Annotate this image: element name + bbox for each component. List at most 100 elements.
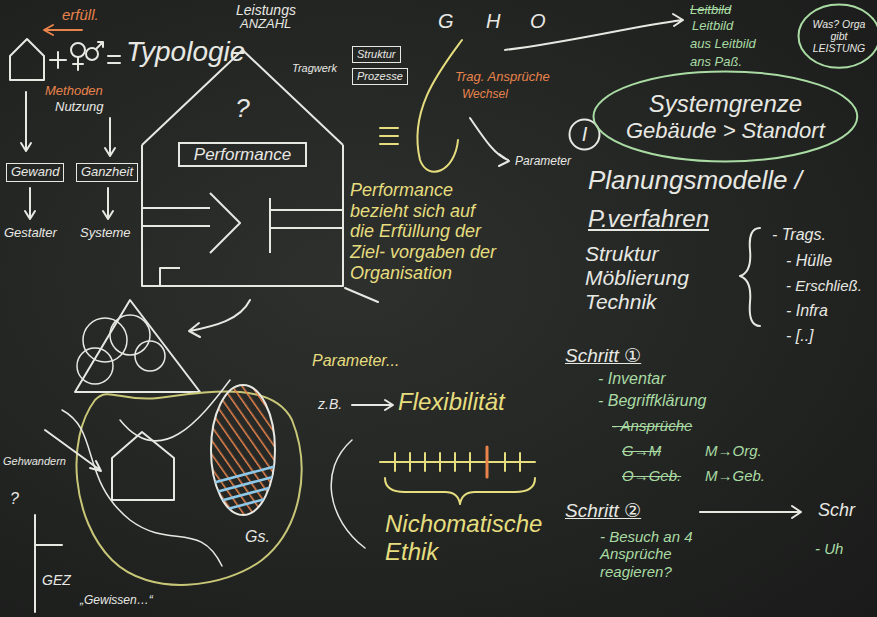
chalk-box: Ganzheit bbox=[76, 163, 138, 182]
chalk-note: P.verfahren bbox=[588, 205, 709, 233]
node-text: Gewand bbox=[11, 165, 59, 180]
scale-line bbox=[380, 453, 535, 471]
chalk-note: Nutzung bbox=[55, 100, 103, 115]
chalk-note: Systeme bbox=[80, 226, 131, 241]
chalk-box: Struktur bbox=[352, 46, 401, 63]
node-text: Systemgrenze bbox=[626, 90, 825, 118]
chalk-box: Prozesse bbox=[352, 68, 408, 85]
chalk-note: ANZAHL bbox=[240, 17, 291, 32]
chalk-note: M→Geb. bbox=[705, 467, 765, 484]
chalk-note: - Infra bbox=[786, 302, 828, 320]
house-node: ? Performance bbox=[140, 48, 345, 288]
chalk-note: „Gewissen…“ bbox=[80, 594, 153, 608]
blue-hatch bbox=[205, 465, 280, 515]
down-arrow bbox=[25, 188, 35, 219]
chalk-circle: I bbox=[568, 118, 601, 151]
down-arrow bbox=[103, 188, 113, 219]
plus-symbol bbox=[50, 52, 66, 68]
chalk-note: Gehwandern bbox=[3, 455, 66, 468]
chalk-note: ? bbox=[10, 490, 19, 508]
node-text: Prozesse bbox=[357, 70, 403, 83]
house-symbol bbox=[112, 432, 174, 500]
chalk-note: - [..] bbox=[786, 327, 814, 345]
chalk-note: Leistungs bbox=[236, 2, 296, 18]
chalk-note: Leitbild bbox=[692, 19, 733, 34]
yellow-marks bbox=[380, 128, 398, 144]
chalk-line bbox=[345, 288, 378, 302]
ellipse-outline bbox=[594, 72, 858, 162]
chalk-note: O→Geb. bbox=[622, 467, 681, 484]
chalk-note: Nichomatische Ethik bbox=[385, 510, 585, 565]
overlap-circle bbox=[83, 318, 127, 362]
chalk-note: G bbox=[438, 10, 454, 33]
chalk-ellipse: Was? Orga gibt LEISTUNG bbox=[797, 3, 877, 69]
arrow bbox=[352, 400, 393, 410]
chalk-note: erfüll. bbox=[62, 6, 99, 23]
overlap-circle bbox=[135, 341, 165, 371]
chalk-note: H bbox=[486, 10, 500, 33]
house-outline bbox=[142, 50, 343, 286]
down-arrow bbox=[105, 118, 115, 156]
arrow bbox=[470, 118, 509, 166]
curved-arrow bbox=[189, 300, 250, 337]
node-text: Struktur bbox=[357, 48, 396, 61]
chalk-line bbox=[35, 515, 62, 612]
chalk-note: Planungsmodelle / bbox=[588, 166, 802, 196]
chalk-note: - Trags. bbox=[772, 226, 826, 244]
chalk-note: Schritt ① bbox=[565, 345, 641, 367]
chalk-note: Schritt ② bbox=[565, 500, 641, 522]
chalk-note: Parameter bbox=[515, 155, 571, 169]
node-text: Was? Orga gibt LEISTUNG bbox=[810, 18, 868, 54]
node-outline bbox=[140, 48, 345, 288]
chalk-note: Tragwerk bbox=[292, 62, 337, 75]
chalk-ellipse: SystemgrenzeGebäude > Standort bbox=[592, 70, 859, 163]
female-symbol bbox=[73, 57, 83, 70]
chalk-note: - Uh bbox=[815, 540, 843, 557]
chalk-note: Methoden bbox=[45, 84, 103, 99]
brace bbox=[385, 478, 535, 504]
chalk-note: - Erschließ. bbox=[786, 277, 862, 294]
chalk-note: - Inventar bbox=[598, 370, 666, 388]
down-arrow bbox=[21, 92, 31, 151]
chalk-note: G→M bbox=[622, 442, 661, 459]
chalk-note: ans Paß. bbox=[690, 55, 742, 70]
chalk-note: - Begriffklärung bbox=[598, 392, 707, 410]
chalk-note: - Hülle bbox=[786, 252, 832, 270]
chalk-note: O bbox=[530, 10, 546, 33]
chalk-box: Gewand bbox=[6, 163, 64, 182]
chalk-note: Struktur Möblierung Technik bbox=[585, 242, 710, 314]
chalk-note: z.B. bbox=[318, 396, 342, 412]
chalk-note: Gestalter bbox=[4, 226, 57, 241]
chalk-note: Parameter... bbox=[312, 352, 399, 370]
house-symbol bbox=[10, 39, 44, 80]
node-text: I bbox=[582, 123, 588, 146]
female-symbol bbox=[71, 43, 85, 57]
overlap-circle bbox=[77, 348, 113, 384]
chalk-note: - Besuch an 4 Ansprüche reagieren? bbox=[600, 528, 730, 580]
chalk-note: Gs. bbox=[245, 528, 270, 546]
chalk-note: Performance bezieht sich auf die Erfüllu… bbox=[350, 180, 500, 283]
chalk-note: Schr bbox=[818, 500, 855, 521]
node-text: Performance bbox=[178, 142, 307, 168]
male-symbol bbox=[96, 42, 103, 49]
arrow bbox=[700, 506, 801, 518]
scale-marker bbox=[486, 447, 489, 477]
orange-arrow bbox=[44, 25, 82, 35]
chalk-note: M→Org. bbox=[705, 442, 762, 459]
chalk-note: Wechsel bbox=[462, 88, 508, 102]
ellipse-outline bbox=[799, 5, 877, 68]
blue-hatch bbox=[205, 465, 280, 515]
chalk-note: GEZ bbox=[42, 572, 71, 588]
node-text: ? bbox=[235, 94, 249, 124]
brace bbox=[740, 228, 760, 326]
node-text: Ganzheit bbox=[81, 165, 133, 180]
chalk-note: Flexibilität bbox=[398, 388, 505, 416]
overlap-circle bbox=[110, 315, 150, 355]
chalk-note: - Ansprüche bbox=[612, 417, 692, 434]
triangle bbox=[75, 300, 200, 392]
node-text: Gebäude > Standort bbox=[626, 118, 825, 143]
yellow-curve bbox=[417, 40, 462, 172]
equals-symbol bbox=[108, 56, 120, 63]
wavy-line bbox=[62, 410, 222, 566]
